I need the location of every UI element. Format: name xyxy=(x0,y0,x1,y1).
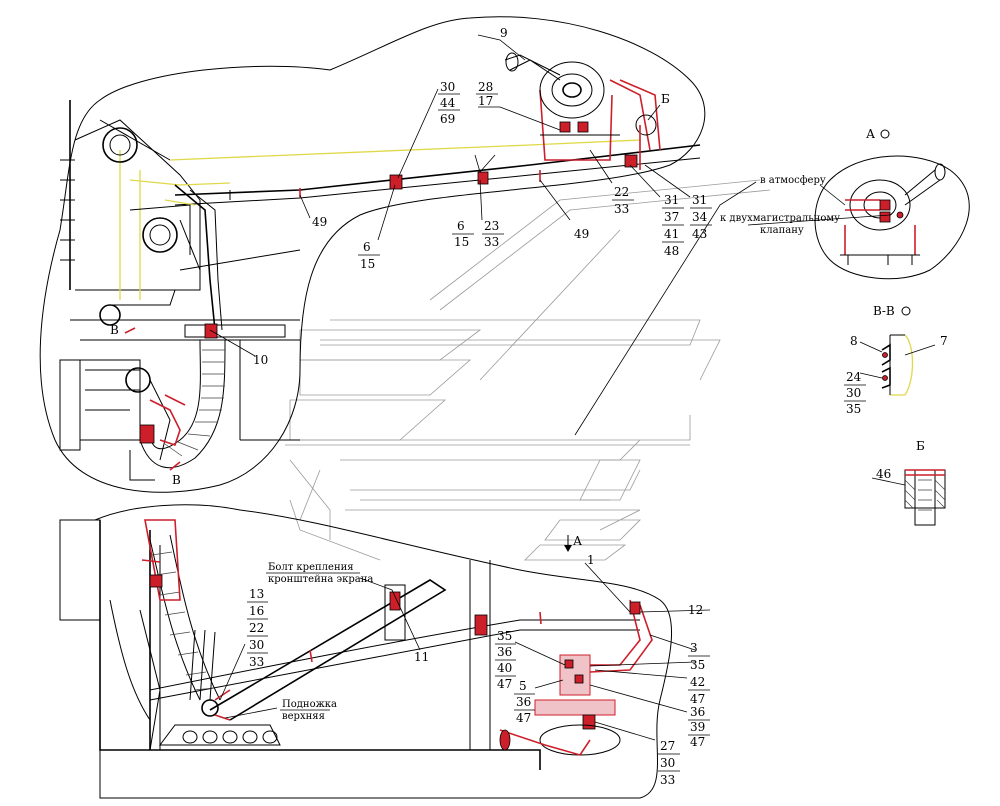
callout-46: 46 xyxy=(876,467,891,481)
callout-35b: 35 xyxy=(690,658,705,672)
callout-33: 33 xyxy=(614,202,629,216)
callout-48: 48 xyxy=(664,244,679,258)
callout-15b: 15 xyxy=(454,235,469,249)
view-a-circle-icon xyxy=(880,129,890,139)
callout-12: 12 xyxy=(688,603,703,617)
view-a xyxy=(814,155,970,280)
annotation-text: в атмосферу к двухмагистральному клапану… xyxy=(268,175,840,722)
callout-39: 39 xyxy=(690,720,705,734)
callout-31b: 31 xyxy=(692,193,707,207)
callout-33d: 33 xyxy=(660,773,675,787)
to-atmosphere-note: в атмосферу xyxy=(760,175,826,186)
callout-22b: 22 xyxy=(249,621,264,635)
callout-31: 31 xyxy=(664,193,679,207)
to-valve-note-line1: к двухмагистральному xyxy=(720,213,840,224)
callout-numbers: 9 28 17 30 44 69 22 33 31 37 41 48 31 34… xyxy=(249,26,948,787)
callout-47d: 47 xyxy=(690,735,705,749)
detail-b xyxy=(904,469,946,526)
cut-v-bottom-label: В xyxy=(172,473,181,487)
callout-10: 10 xyxy=(253,353,268,367)
callout-30c: 30 xyxy=(249,638,264,652)
callout-7: 7 xyxy=(940,334,948,348)
view-a-label: А xyxy=(866,127,875,141)
callout-15a: 15 xyxy=(360,257,375,271)
section-vv xyxy=(881,334,914,396)
callout-16: 16 xyxy=(249,604,264,618)
detail-b-label: Б xyxy=(916,439,925,453)
callout-8: 8 xyxy=(850,334,858,348)
callout-11: 11 xyxy=(414,650,429,664)
callout-37: 37 xyxy=(664,210,679,224)
callout-13: 13 xyxy=(249,587,264,601)
view-labels: А В-В Б В В А Б xyxy=(110,92,925,548)
callout-6a: 6 xyxy=(363,240,371,254)
callout-36c: 36 xyxy=(690,705,705,719)
bracket-bolt-note-line1: Болт крепления xyxy=(268,562,354,573)
footstep-note-line1: Подножка xyxy=(282,699,337,710)
callout-44: 44 xyxy=(440,96,456,110)
callout-47b: 47 xyxy=(516,711,531,725)
arrow-a-label: А xyxy=(573,534,582,548)
callout-40: 40 xyxy=(497,661,512,675)
callout-42: 42 xyxy=(690,675,705,689)
footstep-note-line2: верхняя xyxy=(282,711,325,722)
callout-27: 27 xyxy=(660,739,675,753)
callout-47c: 47 xyxy=(690,692,705,706)
callout-24: 24 xyxy=(846,370,862,384)
leader-lines xyxy=(209,34,936,741)
callout-22: 22 xyxy=(614,185,629,199)
bracket-bolt-note-line2: кронштейна экрана xyxy=(268,574,373,585)
callout-6b: 6 xyxy=(457,219,465,233)
callout-47a: 47 xyxy=(497,677,512,691)
section-vv-circle-icon xyxy=(901,306,911,316)
background-cab-outlines xyxy=(285,179,771,561)
callout-30: 30 xyxy=(440,80,455,94)
callout-41: 41 xyxy=(664,227,679,241)
top-view xyxy=(39,16,706,493)
bottom-view xyxy=(59,504,672,799)
callout-49a: 49 xyxy=(312,215,327,229)
callout-28: 28 xyxy=(478,80,493,94)
section-vv-label: В-В xyxy=(873,304,895,318)
callout-34: 34 xyxy=(692,210,708,224)
callout-3: 3 xyxy=(690,641,698,655)
callout-35c: 35 xyxy=(497,629,512,643)
callout-9: 9 xyxy=(500,26,508,40)
marker-b-label: Б xyxy=(661,92,670,106)
callout-69: 69 xyxy=(440,112,455,126)
callout-33b: 33 xyxy=(484,235,499,249)
callout-33c: 33 xyxy=(249,655,264,669)
callout-36a: 36 xyxy=(497,645,512,659)
cut-v-top-label: В xyxy=(110,323,119,337)
callout-43: 43 xyxy=(692,227,707,241)
callout-5: 5 xyxy=(519,679,527,693)
callout-35a: 35 xyxy=(846,402,861,416)
callout-36b: 36 xyxy=(516,695,531,709)
callout-30b: 30 xyxy=(846,386,861,400)
callout-17: 17 xyxy=(478,94,493,108)
callout-30d: 30 xyxy=(660,756,675,770)
callout-underlines xyxy=(247,93,866,772)
to-valve-note-line2: клапану xyxy=(760,225,804,236)
callout-1: 1 xyxy=(587,553,595,567)
callout-49b: 49 xyxy=(574,227,589,241)
callout-23: 23 xyxy=(484,219,499,233)
